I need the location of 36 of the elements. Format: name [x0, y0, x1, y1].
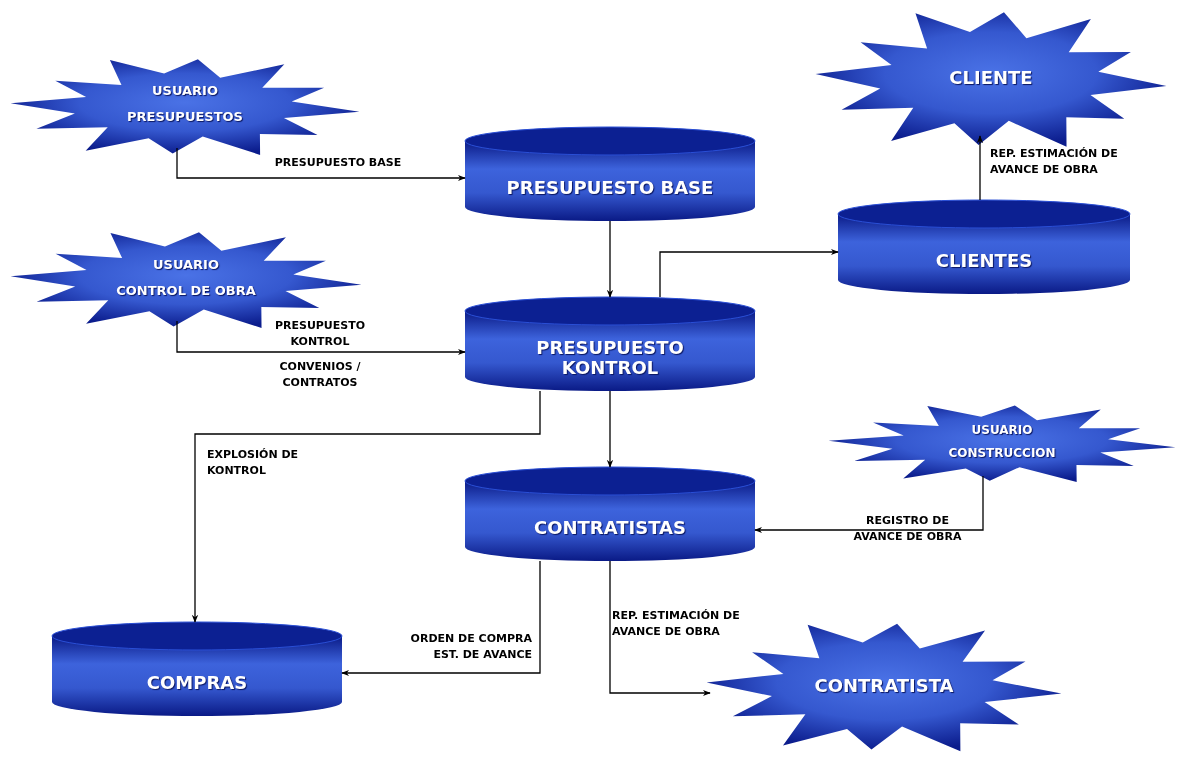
arrow [976, 135, 984, 201]
arrow [176, 147, 466, 182]
edge-label: EXPLOSIÓN DE KONTROL [207, 447, 300, 479]
node-label: CLIENTE [949, 67, 1033, 89]
database-cylinder [465, 127, 755, 221]
node-label: PRESUPUESTO KONTROL [535, 338, 685, 378]
node-label: PRESUPUESTO BASE [506, 178, 714, 198]
edge-label: ORDEN DE COMPRA EST. DE AVANCE [409, 631, 532, 663]
node-label: CLIENTES [935, 251, 1033, 271]
node-label: CONSTRUCCION [948, 445, 1056, 462]
node-label: USUARIO [152, 255, 219, 274]
database-cylinder [52, 622, 342, 716]
node-label: CONTROL DE OBRA [116, 281, 256, 300]
edge-label: REGISTRO DE AVANCE DE OBRA [852, 513, 963, 545]
edge-label: REP. ESTIMACIÓN DE AVANCE DE OBRA [612, 608, 741, 640]
arrow [606, 390, 614, 468]
node-label: PRESUPUESTOS [127, 107, 243, 126]
arrow [754, 475, 984, 534]
edge-label: REP. ESTIMACIÓN DE AVANCE DE OBRA [990, 146, 1119, 178]
node-label: USUARIO [151, 81, 218, 100]
arrow [341, 560, 541, 677]
database-cylinder [838, 200, 1130, 294]
arrow [191, 390, 541, 623]
node-label: COMPRAS [146, 673, 248, 693]
arrow [609, 560, 711, 697]
edge-label: PRESUPUESTO KONTROL [273, 318, 367, 350]
arrow [606, 220, 614, 298]
arrow [659, 248, 839, 298]
database-cylinder [465, 297, 755, 391]
node-label: USUARIO [971, 422, 1033, 440]
annotation-text: CONVENIOS / CONTRATOS [278, 359, 362, 391]
arrow [176, 320, 466, 356]
node-label: CONTRATISTAS [534, 518, 686, 538]
database-cylinder [465, 467, 755, 561]
edge-label: PRESUPUESTO BASE [273, 155, 403, 171]
node-label: CONTRATISTA [814, 675, 954, 697]
